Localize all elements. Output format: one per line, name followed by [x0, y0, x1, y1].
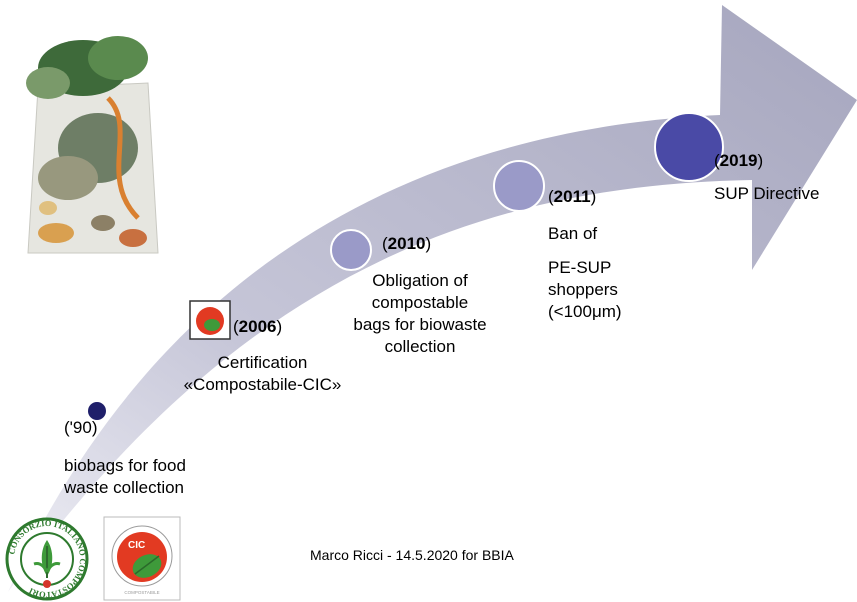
milestone-2011-line-3: shoppers: [548, 280, 618, 299]
milestone-90-year: ('90): [64, 418, 98, 437]
milestone-2006-line-1: Certification: [217, 353, 308, 372]
milestone-2011-year: (2011): [548, 187, 597, 206]
milestone-2010-line-4: collection: [384, 337, 456, 356]
milestone-2019-year: (2019): [714, 151, 764, 170]
milestone-2010-year: (2010): [382, 234, 432, 253]
svg-text:COMPOSTABILE: COMPOSTABILE: [124, 590, 159, 595]
footer-credit: Marco Ricci - 14.5.2020 for BBIA: [310, 547, 514, 563]
milestone-2010-line-2: compostable: [371, 293, 469, 312]
milestone-2010-circle: [330, 229, 372, 271]
milestone-90-line-2: waste collection: [64, 478, 185, 497]
biowaste-bag-photo: [8, 28, 180, 268]
milestone-2006-year: (2006): [233, 317, 283, 336]
milestone-2011-line-1: Ban of: [548, 224, 598, 243]
cic-badge-icon: [189, 300, 231, 340]
milestone-2011-line-4: (<100μm): [548, 302, 622, 321]
milestone-2011-line-2: PE-SUP: [548, 258, 612, 277]
milestone-2006-desc: Certification «Compostabile-CIC»: [160, 352, 365, 396]
milestone-90-line-1: biobags for food: [64, 456, 186, 475]
milestone-2019-desc: SUP Directive: [714, 183, 854, 205]
milestone-2011-circle: [493, 160, 545, 212]
compostabile-cic-logo: CIC COMPOSTABILE: [103, 516, 181, 601]
milestone-90-desc: biobags for food waste collection: [64, 455, 264, 499]
milestone-2006-line-2: «Compostabile-CIC»: [183, 375, 342, 394]
milestone-2011-desc: Ban of PE-SUP shoppers (<100μm): [548, 223, 688, 323]
consorzio-italiano-compostatori-logo: CONSORZIO ITALIANO COMPOSTATORI: [5, 517, 89, 601]
svg-text:CIC: CIC: [128, 540, 145, 551]
milestone-2019-line-1: SUP Directive: [714, 184, 820, 203]
milestone-2019-circle: [654, 112, 724, 182]
milestone-90-dot: [88, 402, 106, 420]
milestone-2010-line-3: bags for biowaste: [353, 315, 487, 334]
milestone-2010-line-1: Obligation of: [372, 271, 468, 290]
milestone-2010-desc: Obligation of compostable bags for biowa…: [340, 270, 500, 358]
